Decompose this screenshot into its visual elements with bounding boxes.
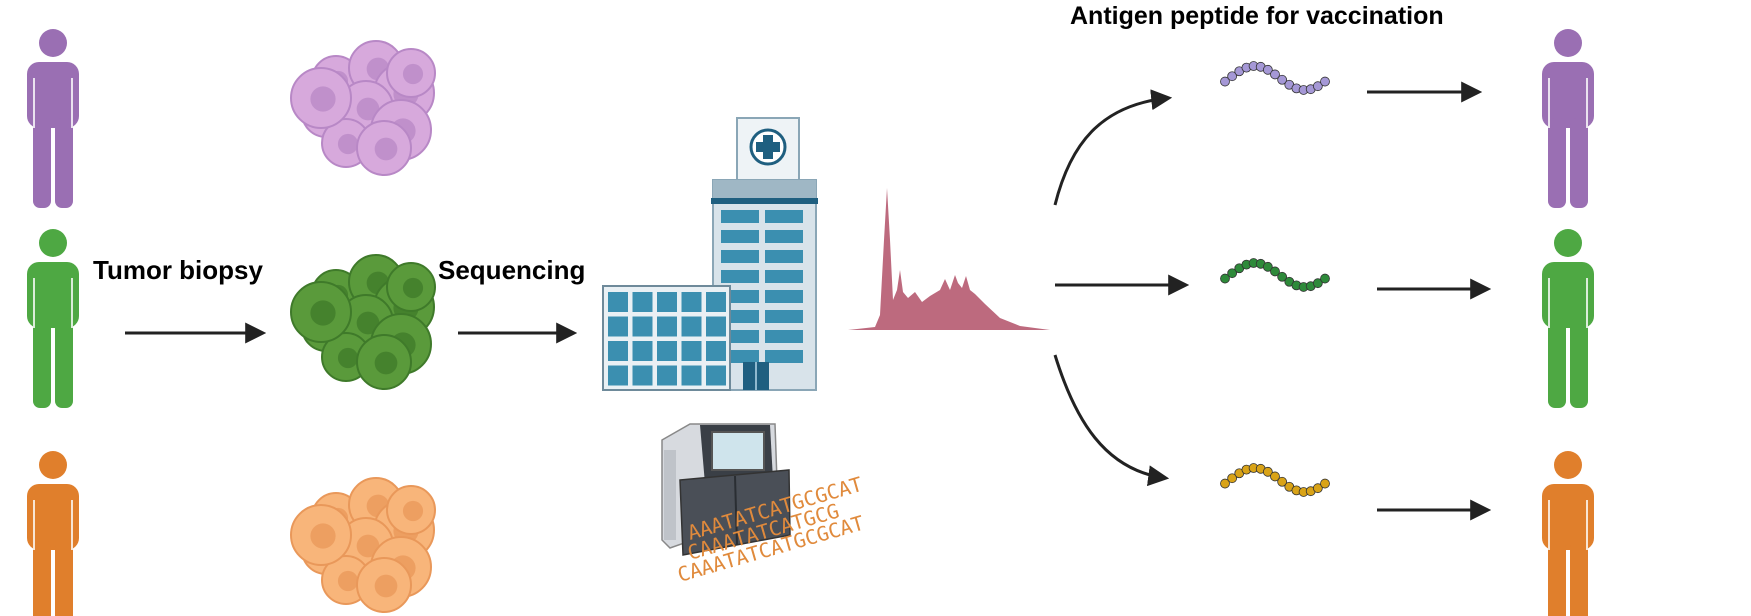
hospital-window bbox=[657, 341, 677, 361]
hospital-window bbox=[632, 365, 653, 386]
hospital-window bbox=[765, 270, 803, 283]
hospital-window bbox=[632, 292, 653, 312]
hospital-window bbox=[721, 230, 759, 243]
patient-purple-right bbox=[1542, 29, 1594, 208]
hospital-window bbox=[681, 365, 702, 386]
hospital-window bbox=[765, 210, 803, 223]
branch-arrow-bottom bbox=[1053, 354, 1170, 487]
hospital-window bbox=[765, 310, 803, 323]
amino-acid-bead bbox=[1270, 266, 1280, 277]
tumor-cell-clusters bbox=[290, 40, 436, 613]
amino-acid-bead bbox=[1270, 69, 1280, 80]
hospital-window bbox=[765, 330, 803, 343]
hospital-window bbox=[765, 250, 803, 263]
hospital-window bbox=[608, 341, 628, 361]
hospital-window bbox=[632, 316, 653, 337]
hospital-window bbox=[706, 341, 726, 361]
amino-acid-bead bbox=[1320, 76, 1330, 87]
patient-orange-right bbox=[1542, 451, 1594, 616]
hospital-window bbox=[706, 316, 726, 337]
amino-acid-bead bbox=[1277, 74, 1288, 85]
tumor-biopsy-label: Tumor biopsy bbox=[93, 255, 264, 285]
amino-acid-bead bbox=[1262, 64, 1273, 75]
amino-acid-bead bbox=[1277, 476, 1288, 487]
peptide-purple bbox=[1220, 61, 1330, 95]
peptide-orange bbox=[1220, 463, 1330, 497]
patient-purple-left bbox=[27, 29, 79, 208]
amino-acid-bead bbox=[1262, 466, 1273, 477]
branch-arrow-top bbox=[1053, 89, 1173, 206]
left-patients bbox=[27, 29, 79, 616]
right-patients bbox=[1542, 29, 1594, 616]
hospital-window bbox=[608, 316, 628, 337]
sequencing-label: Sequencing bbox=[438, 255, 585, 285]
amino-acid-bead bbox=[1220, 273, 1230, 284]
amino-acid-bead bbox=[1220, 76, 1230, 87]
hospital-window bbox=[721, 270, 759, 283]
hospital-window bbox=[765, 230, 803, 243]
amino-acid-bead bbox=[1320, 478, 1330, 489]
tumor-cluster-orange bbox=[290, 477, 436, 613]
antigen-peptide-label: Antigen peptide for vaccination bbox=[1070, 2, 1444, 30]
antigen-peptides bbox=[1220, 61, 1330, 497]
hospital-window bbox=[681, 316, 702, 337]
hospital-icon bbox=[602, 117, 818, 391]
amino-acid-bead bbox=[1277, 271, 1288, 282]
hospital-window bbox=[681, 341, 702, 361]
amino-acid-bead bbox=[1312, 483, 1323, 494]
hospital-window bbox=[657, 292, 677, 312]
amino-acid-bead bbox=[1312, 81, 1323, 92]
sequencer-machine-icon bbox=[661, 423, 791, 556]
tumor-cluster-green bbox=[290, 254, 436, 390]
amino-acid-bead bbox=[1320, 273, 1330, 284]
amino-acid-bead bbox=[1220, 478, 1230, 489]
amino-acid-bead bbox=[1227, 473, 1238, 484]
hospital-window bbox=[657, 316, 677, 337]
hospital-window bbox=[706, 365, 726, 386]
hospital-window bbox=[765, 350, 803, 363]
hospital-window bbox=[632, 341, 653, 361]
patient-green-right bbox=[1542, 229, 1594, 408]
tumor-cluster-purple bbox=[290, 40, 436, 176]
patient-green-left bbox=[27, 229, 79, 408]
hospital-window bbox=[608, 365, 628, 386]
amino-acid-bead bbox=[1312, 278, 1323, 289]
hospital-window bbox=[721, 210, 759, 223]
hospital-window bbox=[706, 292, 726, 312]
hospital-window bbox=[608, 292, 628, 312]
hospital-window bbox=[657, 365, 677, 386]
hospital-window bbox=[721, 250, 759, 263]
amino-acid-bead bbox=[1227, 268, 1238, 279]
amino-acid-bead bbox=[1227, 71, 1238, 82]
peptide-green bbox=[1220, 258, 1330, 292]
hospital-window bbox=[681, 292, 702, 312]
hospital-window bbox=[765, 290, 803, 303]
patient-orange-left bbox=[27, 451, 79, 616]
amino-acid-bead bbox=[1262, 261, 1273, 272]
mass-spectrum-icon bbox=[848, 188, 1050, 330]
amino-acid-bead bbox=[1270, 471, 1280, 482]
